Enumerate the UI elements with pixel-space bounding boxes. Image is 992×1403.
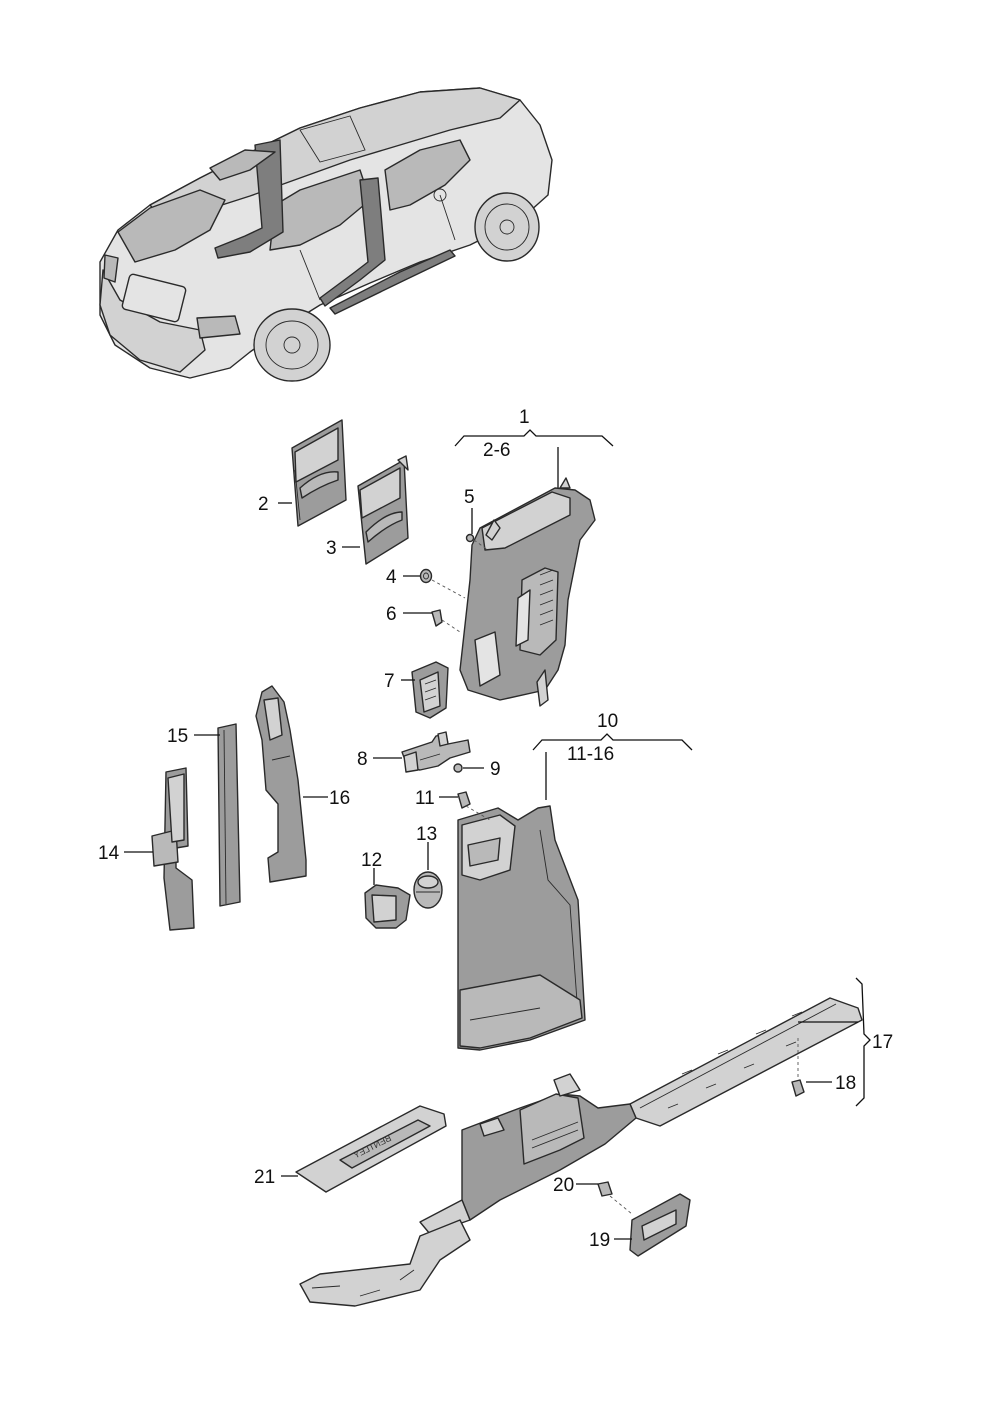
front-floor-panel — [299, 1219, 471, 1307]
part-1-c-pillar-trim — [459, 477, 596, 707]
part-6-clip — [431, 609, 461, 633]
callout-21: 21 — [254, 1167, 275, 1188]
part-2-cover — [291, 419, 347, 527]
part-4-clip-ring — [419, 568, 466, 599]
part-3-cover — [357, 455, 409, 565]
part-16-insulation-piece — [255, 685, 307, 883]
callout-14: 14 — [98, 843, 120, 864]
group-1-bracket: 1 2-6 — [454, 407, 614, 505]
part-11-clip — [457, 791, 491, 821]
part-10-lower-pillar-trim — [457, 805, 586, 1051]
part-17-sill-panel — [419, 997, 863, 1235]
callout-1-range: 2-6 — [483, 440, 510, 461]
callout-19: 19 — [589, 1230, 610, 1251]
part-15-insulation-bar — [217, 723, 241, 907]
callout-7: 7 — [384, 671, 395, 692]
part-21-sill-plate: BENTLEY — [295, 1105, 447, 1193]
callout-11: 11 — [415, 788, 435, 809]
part-8-bracket — [401, 731, 471, 773]
callout-10: 10 — [597, 711, 618, 732]
part-20-clip — [597, 1181, 633, 1215]
part-7-trim-insert — [411, 661, 449, 719]
part-18-clip — [791, 1038, 805, 1097]
part-13-grommet — [413, 871, 443, 909]
callout-15: 15 — [167, 726, 188, 747]
part-12-handle-cover — [364, 884, 411, 929]
callout-16: 16 — [329, 788, 350, 809]
callout-1: 1 — [519, 407, 530, 428]
callout-10-range: 11-16 — [567, 744, 614, 765]
callout-8: 8 — [357, 749, 368, 770]
part-19-handle-trim — [629, 1193, 691, 1257]
callout-5: 5 — [464, 487, 475, 508]
callout-20: 20 — [553, 1175, 574, 1196]
vehicle-overview-illustration — [99, 87, 553, 382]
part-5-screw — [465, 508, 489, 551]
part-14-insulation-strip — [151, 767, 195, 931]
group-10-bracket: 10 11-16 — [532, 711, 693, 800]
callout-12: 12 — [361, 850, 382, 871]
callout-2: 2 — [258, 494, 269, 515]
callout-9: 9 — [490, 759, 501, 780]
callout-17: 17 — [872, 1032, 893, 1053]
callout-3: 3 — [326, 538, 337, 559]
part-9-screw — [453, 763, 484, 773]
callout-4: 4 — [386, 567, 397, 588]
callout-18: 18 — [835, 1073, 856, 1094]
callout-6: 6 — [386, 604, 397, 625]
callout-13: 13 — [416, 824, 437, 845]
